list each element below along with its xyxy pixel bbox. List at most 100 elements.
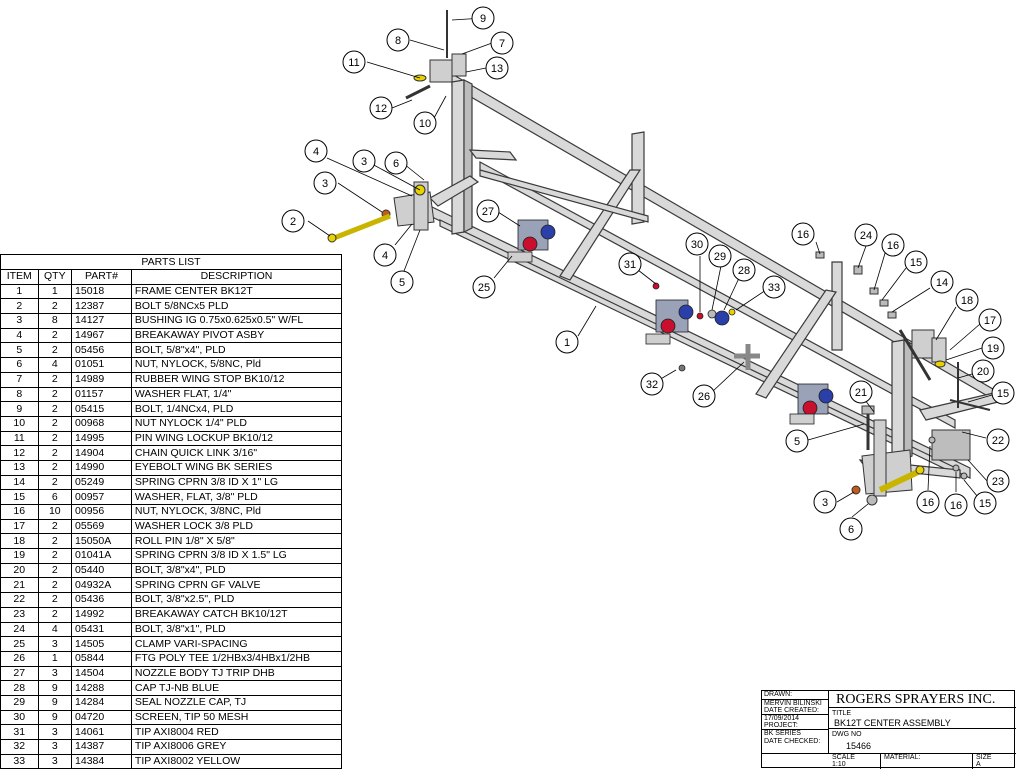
balloon-label: 17 (984, 315, 996, 327)
balloon-circle (555, 330, 579, 354)
balloon-label: 24 (860, 230, 872, 242)
balloon-b4b: 4 (373, 243, 397, 267)
balloon-label: 20 (977, 366, 989, 378)
parts-list-title: PARTS LIST (0, 254, 342, 270)
balloon-b3c: 3 (813, 490, 837, 514)
leader-lines (307, 17, 993, 518)
balloon-label: 9 (480, 13, 486, 25)
balloon-b1: 1 (555, 330, 579, 354)
qty-cell: 2 (37, 474, 73, 491)
balloon-circle (791, 222, 815, 246)
item-cell: 21 (0, 577, 39, 594)
date-created-value: 17/09/2014 (764, 715, 800, 722)
balloon-b6a: 6 (384, 151, 408, 175)
balloon-circle (618, 252, 642, 276)
part-number-cell: 04720 (71, 709, 132, 726)
balloon-circle (955, 288, 979, 312)
balloon-label: 31 (624, 259, 636, 271)
balloon-label: 6 (848, 524, 854, 536)
qty-cell: 2 (37, 459, 73, 476)
balloon-label: 25 (478, 282, 490, 294)
qty-cell: 9 (37, 680, 73, 696)
balloon-b15c: 15 (973, 491, 997, 515)
balloon-label: 32 (646, 379, 658, 391)
qty-cell: 4 (37, 621, 73, 638)
description-cell: BOLT 5/8NCx5 PLD (130, 298, 343, 315)
balloon-label: 29 (714, 251, 726, 263)
right-breakaway-pivot (851, 399, 991, 506)
balloon-label: 14 (936, 277, 948, 289)
balloon-circle (916, 490, 940, 514)
qty-cell: 10 (37, 504, 73, 520)
item-cell: 27 (0, 665, 39, 682)
balloon-circle (692, 384, 716, 408)
balloon-label: 2 (290, 216, 296, 228)
size-value: A (976, 761, 981, 768)
qty-cell: 2 (37, 592, 73, 608)
balloon-circle (472, 275, 496, 299)
part-number-cell: 05415 (71, 401, 132, 417)
part-number-cell: 14384 (71, 753, 132, 769)
balloon-label: 13 (491, 63, 503, 75)
balloon-b25: 25 (472, 275, 496, 299)
balloon-b5a: 5 (390, 270, 414, 294)
part-number-cell: 14504 (71, 665, 132, 682)
title-block: DRAWN: MERVIN BILINSKI DATE CREATED: 17/… (761, 690, 1016, 769)
balloon-label: 15 (997, 388, 1009, 400)
item-cell: 15 (0, 489, 39, 505)
description-cell: PIN WING LOCKUP BK10/12 (130, 430, 343, 447)
part-number-cell: 14127 (71, 313, 132, 329)
header-part-number: PART# (71, 269, 132, 285)
qty-cell: 9 (37, 709, 73, 726)
scale-label: SCALE (832, 754, 855, 761)
qty-cell: 8 (37, 313, 73, 329)
balloon-b30: 30 (685, 232, 709, 256)
dwg-no-value: 15466 (846, 741, 872, 751)
size-label: SIZE (976, 754, 992, 761)
item-cell: 26 (0, 650, 39, 667)
header-qty: QTY (37, 269, 73, 285)
balloon-b10: 10 (413, 111, 437, 135)
balloon-label: 18 (961, 295, 973, 307)
balloon-label: 11 (348, 57, 359, 69)
part-number-cell: 05456 (71, 342, 132, 359)
project-label: PROJECT: (764, 722, 798, 729)
balloon-circle (904, 250, 928, 274)
balloon-circle (986, 469, 1010, 493)
qty-cell: 2 (37, 430, 73, 447)
description-cell: BREAKAWAY PIVOT ASBY (130, 327, 343, 344)
item-cell: 2 (0, 298, 39, 315)
balloon-label: 22 (992, 435, 1004, 447)
item-cell: 9 (0, 401, 39, 417)
balloon-b6b: 6 (839, 517, 863, 541)
balloon-circle (471, 6, 495, 30)
balloon-label: 8 (395, 35, 401, 47)
balloon-b3a: 3 (352, 149, 376, 173)
description-cell: CHAIN QUICK LINK 3/16" (130, 445, 343, 461)
qty-cell: 9 (37, 694, 73, 711)
balloon-circle (881, 233, 905, 257)
balloon-b20: 20 (971, 359, 995, 383)
balloon-label: 1 (564, 337, 570, 349)
balloon-b27: 27 (476, 199, 500, 223)
qty-cell: 2 (37, 298, 73, 315)
part-number-cell: 01051 (71, 357, 132, 373)
balloon-label: 23 (992, 476, 1004, 488)
item-cell: 29 (0, 694, 39, 711)
part-number-cell: 12387 (71, 298, 132, 315)
qty-cell: 2 (37, 562, 73, 579)
qty-cell: 6 (37, 489, 73, 505)
part-number-cell: 01157 (71, 386, 132, 403)
item-cell: 19 (0, 548, 39, 564)
balloon-circle (971, 359, 995, 383)
